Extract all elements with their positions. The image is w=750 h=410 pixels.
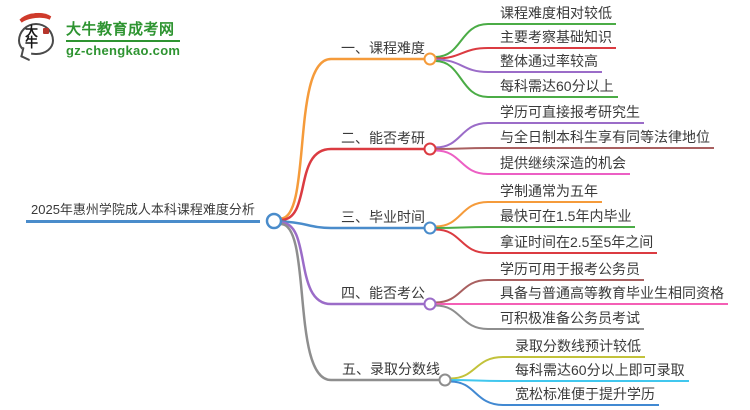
item-curve-1-3 bbox=[434, 58, 489, 73]
leaf-item: 学历可用于报考公务员 bbox=[488, 259, 644, 281]
logo-seal-icon bbox=[43, 28, 49, 34]
branch-node-4 bbox=[423, 297, 437, 311]
item-curve-3-2 bbox=[434, 226, 489, 229]
main-topic: 2025年惠州学院成人本科课程难度分析 bbox=[26, 200, 260, 223]
logo-bubble: 大牛 bbox=[18, 23, 54, 55]
site-logo: 大牛 大牛教育成考网 gz-chengkao.com bbox=[12, 10, 212, 60]
leaf-item: 提供继续深造的机会 bbox=[488, 153, 630, 175]
leaf-item: 与全日制本科生享有同等法律地位 bbox=[488, 127, 714, 149]
logo-wordmark: 大牛教育成考网 gz-chengkao.com bbox=[66, 21, 181, 60]
branch-label-3: 三、毕业时间 bbox=[341, 209, 425, 225]
branch-node-3 bbox=[423, 221, 437, 235]
item-curve-4-3 bbox=[434, 304, 489, 330]
leaf-item: 宽松标准便于提升学历 bbox=[503, 384, 659, 406]
leaf-item: 可积极准备公务员考试 bbox=[488, 308, 644, 330]
item-curve-4-1 bbox=[434, 279, 489, 304]
leaf-item: 课程难度相对较低 bbox=[488, 3, 616, 25]
leaf-item: 最快可在1.5年内毕业 bbox=[488, 206, 636, 228]
leaf-item: 主要考察基础知识 bbox=[488, 27, 616, 49]
item-curve-2-3 bbox=[434, 149, 489, 175]
branch-node-5 bbox=[438, 373, 452, 387]
logo-bubble-text: 大牛 bbox=[25, 25, 39, 51]
leaf-item: 每科需达60分以上即可录取 bbox=[503, 360, 689, 382]
branch-label-5: 五、录取分数线 bbox=[342, 361, 440, 377]
branch-curve-2 bbox=[279, 147, 426, 222]
branch-curve-1 bbox=[279, 57, 426, 220]
item-curve-1-4 bbox=[434, 60, 489, 98]
branch-node-2 bbox=[423, 142, 437, 156]
item-curve-1-2 bbox=[434, 47, 489, 60]
item-curve-5-1 bbox=[449, 356, 504, 380]
item-curve-2-1 bbox=[434, 122, 489, 149]
leaf-item: 学制通常为五年 bbox=[488, 181, 602, 203]
leaf-item: 每科需达60分以上 bbox=[488, 76, 618, 98]
leaf-item: 具备与普通高等教育毕业生相同资格 bbox=[488, 283, 728, 305]
branch-curve-5 bbox=[279, 222, 441, 382]
branch-label-2: 二、能否考研 bbox=[341, 130, 425, 146]
leaf-item: 学历可直接报考研究生 bbox=[488, 102, 644, 124]
branch-label-4: 四、能否考公 bbox=[341, 285, 425, 301]
branch-label-1: 一、课程难度 bbox=[341, 40, 425, 56]
item-curve-5-2 bbox=[449, 379, 504, 382]
root-node-circle bbox=[265, 212, 283, 230]
branch-curve-3 bbox=[279, 220, 426, 230]
item-curve-5-3 bbox=[449, 380, 504, 406]
leaf-item: 拿证时间在2.5至5年之间 bbox=[488, 232, 658, 254]
item-curve-3-1 bbox=[434, 201, 489, 228]
logo-speech-bubble-icon: 大牛 bbox=[15, 11, 58, 60]
leaf-item: 整体通过率较高 bbox=[488, 51, 602, 73]
item-curve-3-3 bbox=[434, 228, 489, 254]
branch-curve-4 bbox=[279, 221, 426, 306]
branch-node-1 bbox=[423, 52, 437, 66]
site-url: gz-chengkao.com bbox=[66, 40, 181, 58]
brand-name: 大牛教育成考网 bbox=[66, 21, 175, 38]
item-curve-2-2 bbox=[434, 147, 489, 150]
leaf-item: 录取分数线预计较低 bbox=[503, 336, 645, 358]
item-curve-1-1 bbox=[434, 23, 489, 58]
